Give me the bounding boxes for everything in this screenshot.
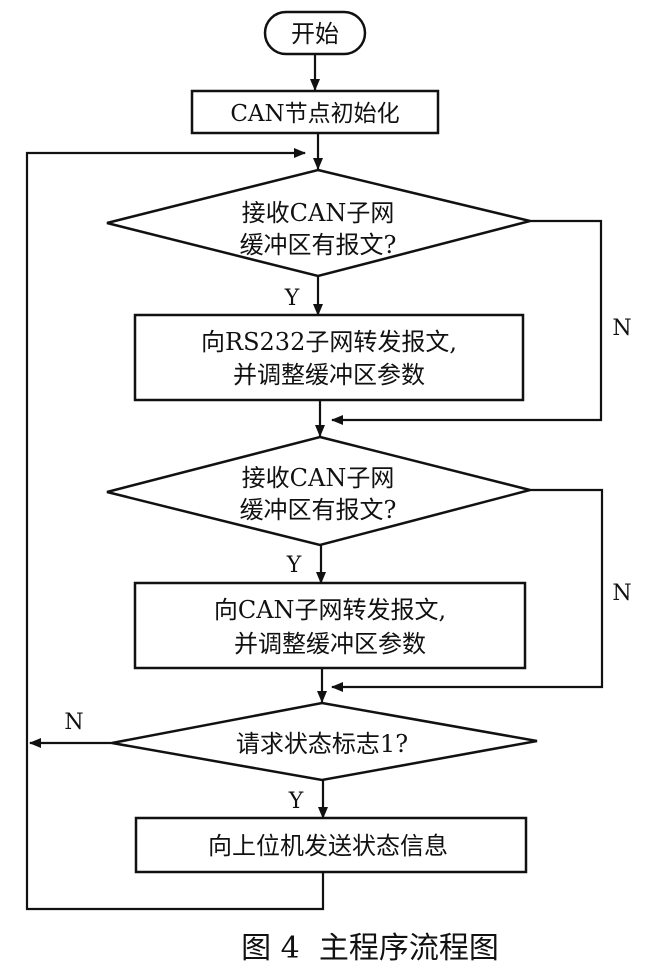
- decision2-line1: 接收CAN子网: [242, 464, 395, 492]
- decision2-no-label: N: [612, 581, 631, 606]
- process3-label: 向上位机发送状态信息: [208, 832, 448, 860]
- decision2-yes-label: Y: [286, 553, 302, 578]
- start-label: 开始: [291, 20, 339, 48]
- init-label: CAN节点初始化: [230, 101, 399, 127]
- edge-loop-back: [25, 148, 325, 911]
- decision1-yes-label: Y: [284, 286, 300, 311]
- process2-line2: 并调整缓冲区参数: [234, 630, 426, 658]
- start-node: 开始: [263, 10, 367, 56]
- decision3-yes-label: Y: [288, 789, 304, 814]
- process1-node: 向RS232子网转发报文, 并调整缓冲区参数: [133, 313, 525, 402]
- decision3-no-label: N: [64, 710, 83, 735]
- edge-decision2-no: [331, 488, 604, 692]
- decision2-node: 接收CAN子网 缓冲区有报文?: [106, 435, 531, 547]
- process1-line2: 并调整缓冲区参数: [233, 361, 425, 389]
- decision3-label: 请求状态标志1?: [236, 730, 408, 758]
- process2-line1: 向CAN子网转发报文,: [214, 596, 446, 624]
- decision1-line1: 接收CAN子网: [242, 199, 395, 227]
- process3-node: 向上位机发送状态信息: [134, 816, 528, 874]
- decision1-no-label: N: [612, 316, 631, 341]
- decision3-node: 请求状态标志1?: [111, 701, 538, 782]
- edge-decision1-no: [331, 219, 603, 425]
- init-node: CAN节点初始化: [190, 89, 440, 135]
- decision1-node: 接收CAN子网 缓冲区有报文?: [106, 168, 531, 278]
- decision2-line2: 缓冲区有报文?: [240, 496, 397, 524]
- figure-caption: 图 4 主程序流程图: [241, 931, 499, 966]
- process2-node: 向CAN子网转发报文, 并调整缓冲区参数: [133, 581, 527, 670]
- decision1-line2: 缓冲区有报文?: [240, 231, 397, 259]
- process1-line1: 向RS232子网转发报文,: [201, 328, 457, 356]
